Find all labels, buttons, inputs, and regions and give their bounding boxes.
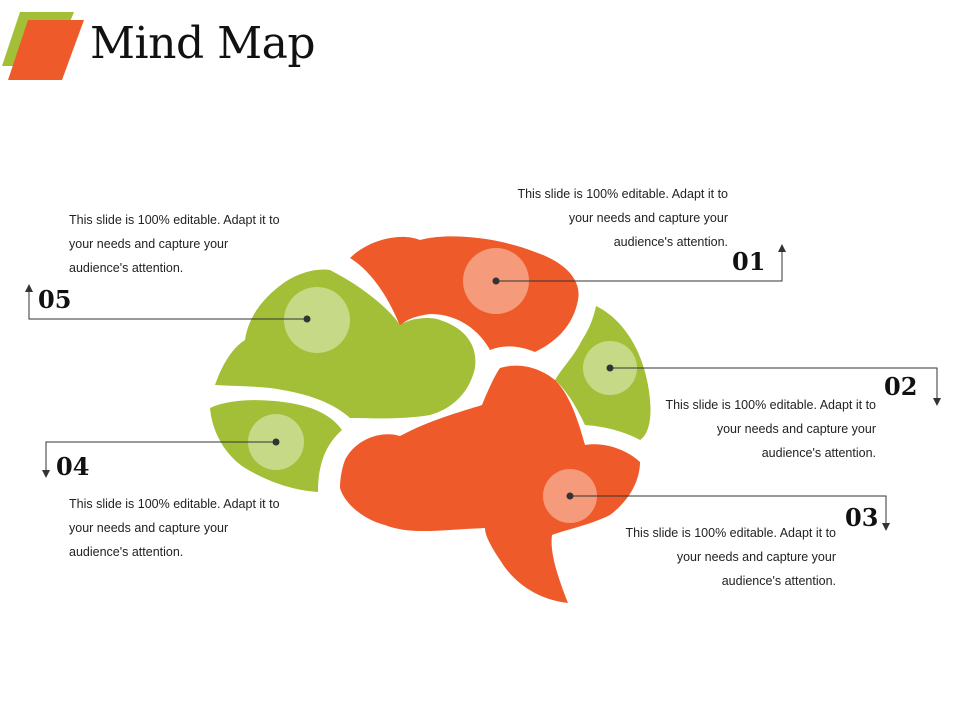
item-number-03: 03: [845, 503, 879, 532]
node-circle-05: [284, 287, 350, 353]
node-dot-02: [606, 364, 614, 372]
item-text-03: This slide is 100% editable. Adapt it to…: [625, 526, 836, 588]
item-text-01: This slide is 100% editable. Adapt it to…: [517, 187, 728, 249]
logo-orange-shape: [8, 20, 84, 80]
page-title: Mind Map: [90, 18, 316, 69]
item-number-01: 01: [732, 247, 766, 276]
node-dot-04: [272, 438, 280, 446]
item-text-04: This slide is 100% editable. Adapt it to…: [69, 497, 280, 559]
arrowhead-01: [778, 244, 786, 252]
item-text-05: This slide is 100% editable. Adapt it to…: [69, 213, 280, 275]
title-logo: [2, 12, 84, 80]
connector-line-05: [28, 290, 307, 320]
item-text-02: This slide is 100% editable. Adapt it to…: [665, 398, 876, 460]
node-dot-01: [492, 277, 500, 285]
connector-line-04: [45, 441, 276, 472]
brain-lobe-05: [215, 269, 476, 419]
item-number-04: 04: [56, 452, 90, 481]
item-number-05: 05: [38, 285, 72, 314]
brain-lobe-03: [340, 365, 640, 603]
arrowhead-03: [882, 523, 890, 531]
arrowhead-02: [933, 398, 941, 406]
connector-line-03: [570, 495, 887, 525]
connector-line-02: [610, 367, 938, 400]
connector-line-01: [496, 250, 783, 282]
node-dot-05: [303, 315, 311, 323]
arrowhead-04: [42, 470, 50, 478]
arrowhead-05: [25, 284, 33, 292]
node-dot-03: [566, 492, 574, 500]
item-number-02: 02: [884, 372, 918, 401]
